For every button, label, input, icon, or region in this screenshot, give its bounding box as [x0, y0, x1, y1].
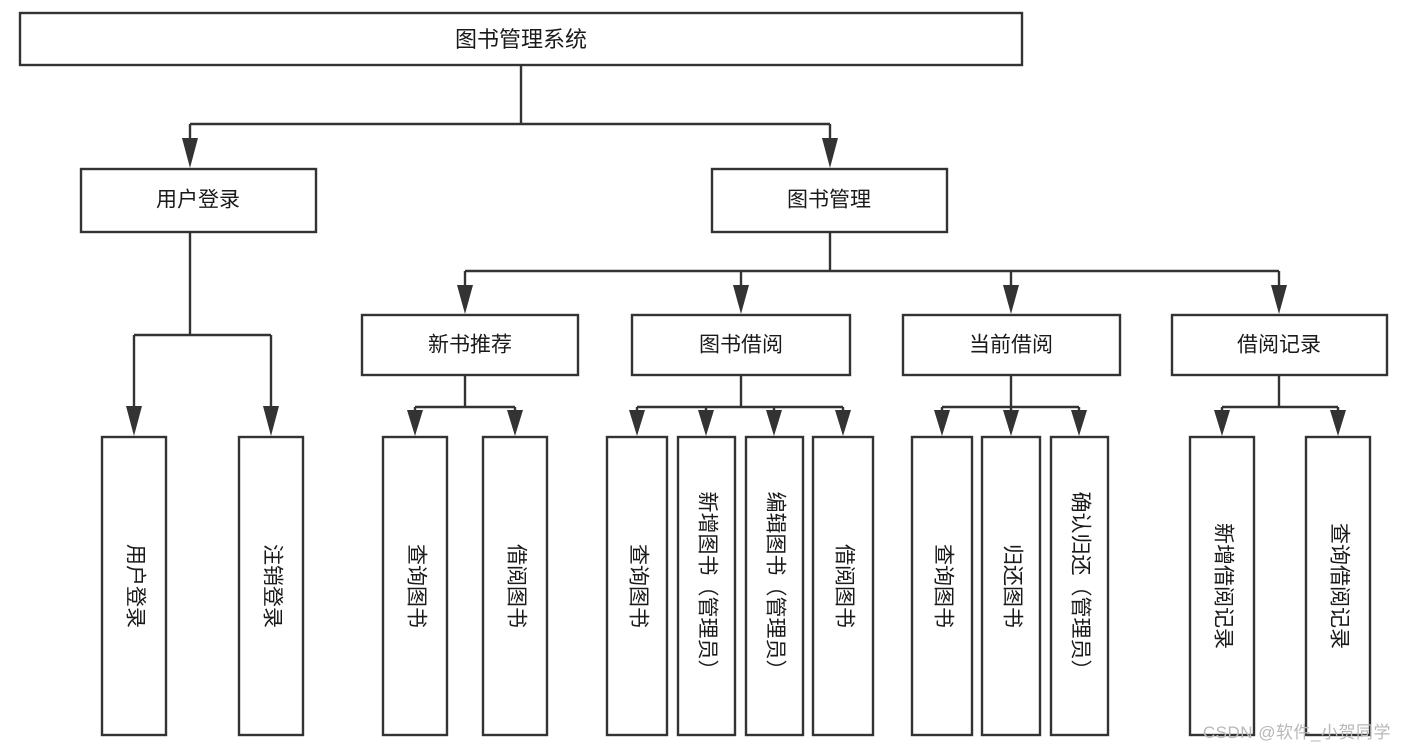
- arrow-borrow-record-leaf-2: [1330, 410, 1346, 436]
- node-new-book-recommend-label: 新书推荐: [428, 334, 512, 357]
- leaf-book-borrow-edit-box: [744, 435, 805, 737]
- arrow-to-current-borrow: [1003, 285, 1019, 314]
- arrow-book-borrow-leaf-2: [698, 410, 714, 436]
- arrow-new-book-leaf-2: [507, 410, 523, 436]
- node-new-book-recommend-box: [360, 313, 580, 377]
- leaf-new-book-borrow[interactable]: 借阅图书: [481, 435, 549, 737]
- edges-layer: [126, 65, 1346, 436]
- leaf-borrow-record-add-label: 新增借阅记录: [1211, 523, 1234, 649]
- node-user-login-label: 用户登录: [156, 189, 240, 212]
- arrow-book-borrow-leaf-4: [835, 410, 851, 436]
- leaf-current-borrow-return-label: 归还图书: [1000, 544, 1023, 628]
- leaf-current-borrow-confirm-box: [1049, 435, 1110, 737]
- leaf-book-borrow-borrow[interactable]: 借阅图书: [811, 435, 875, 737]
- leaf-user-login-logout-label: 注销登录: [260, 544, 283, 628]
- arrow-current-borrow-leaf-3: [1071, 410, 1087, 436]
- leaf-book-borrow-query-box: [605, 435, 669, 737]
- leaf-current-borrow-return[interactable]: 归还图书: [980, 435, 1042, 737]
- node-root-book-management-system[interactable]: 图书管理系统: [18, 11, 1024, 67]
- node-book-borrow-box: [630, 313, 852, 377]
- leaf-borrow-record-query-label: 查询借阅记录: [1327, 523, 1350, 649]
- leaf-book-borrow-add-label: 新增图书（管理员）: [695, 492, 718, 681]
- node-borrow-record-box: [1170, 313, 1389, 377]
- leaf-current-borrow-return-box: [980, 435, 1042, 737]
- leaf-book-borrow-query[interactable]: 查询图书: [605, 435, 669, 737]
- leaf-book-borrow-add[interactable]: 新增图书（管理员）: [676, 435, 737, 737]
- leaf-borrow-record-query[interactable]: 查询借阅记录: [1304, 435, 1372, 737]
- leaf-new-book-query[interactable]: 查询图书: [381, 435, 449, 737]
- arrow-current-borrow-leaf-1: [934, 410, 950, 436]
- leaf-book-borrow-borrow-label: 借阅图书: [832, 544, 855, 628]
- leaf-book-borrow-query-label: 查询图书: [626, 544, 649, 628]
- arrow-current-borrow-leaf-2: [1003, 410, 1019, 436]
- leaf-book-borrow-add-box: [676, 435, 737, 737]
- arrow-borrow-record-leaf-1: [1214, 410, 1230, 436]
- leaf-new-book-query-label: 查询图书: [404, 544, 427, 628]
- leaf-new-book-borrow-box: [481, 435, 549, 737]
- leaf-borrow-record-query-box: [1304, 435, 1372, 737]
- arrow-to-book-manage: [822, 138, 838, 168]
- node-current-borrow-box: [901, 313, 1122, 377]
- arrow-to-book-borrow: [733, 285, 749, 314]
- node-user-login-box: [79, 167, 318, 234]
- node-borrow-record[interactable]: 借阅记录: [1170, 313, 1389, 377]
- node-current-borrow[interactable]: 当前借阅: [901, 313, 1122, 377]
- arrow-book-borrow-leaf-1: [629, 410, 645, 436]
- arrow-to-leaf-user-login: [126, 406, 142, 436]
- node-book-borrow-label: 图书借阅: [699, 334, 783, 357]
- arrow-book-borrow-leaf-3: [766, 410, 782, 436]
- node-current-borrow-label: 当前借阅: [969, 334, 1053, 357]
- leaf-user-login-logout-box: [237, 435, 305, 737]
- leaf-current-borrow-query-box: [910, 435, 974, 737]
- leaf-borrow-record-add-box: [1188, 435, 1256, 737]
- leaf-book-borrow-edit-label: 编辑图书（管理员）: [763, 492, 786, 681]
- arrow-to-new-book-recommend: [457, 285, 473, 314]
- node-book-management-box: [710, 167, 949, 234]
- leaf-new-book-query-box: [381, 435, 449, 737]
- arrow-new-book-leaf-1: [407, 410, 423, 436]
- node-user-login[interactable]: 用户登录: [79, 167, 318, 234]
- arrow-to-user-login: [182, 138, 198, 168]
- leaf-book-borrow-edit[interactable]: 编辑图书（管理员）: [744, 435, 805, 737]
- node-borrow-record-label: 借阅记录: [1237, 334, 1321, 357]
- node-root-label: 图书管理系统: [455, 27, 587, 52]
- arrow-to-leaf-logout: [263, 406, 279, 436]
- leaf-new-book-borrow-label: 借阅图书: [504, 544, 527, 628]
- leaf-user-login-logout[interactable]: 注销登录: [237, 435, 305, 737]
- node-book-borrow[interactable]: 图书借阅: [630, 313, 852, 377]
- leaf-borrow-record-add[interactable]: 新增借阅记录: [1188, 435, 1256, 737]
- leaf-current-borrow-confirm[interactable]: 确认归还（管理员）: [1049, 435, 1110, 737]
- leaf-book-borrow-borrow-box: [811, 435, 875, 737]
- leaf-user-login-login[interactable]: 用户登录: [100, 435, 168, 737]
- node-book-management[interactable]: 图书管理: [710, 167, 949, 234]
- leaf-current-borrow-query[interactable]: 查询图书: [910, 435, 974, 737]
- leaf-current-borrow-confirm-label: 确认归还（管理员）: [1068, 492, 1091, 681]
- leaf-user-login-login-label: 用户登录: [123, 544, 146, 628]
- node-book-management-label: 图书管理: [787, 189, 871, 212]
- leaf-user-login-login-box: [100, 435, 168, 737]
- node-root-box: [18, 11, 1024, 67]
- arrow-to-borrow-record: [1271, 285, 1287, 314]
- leaf-current-borrow-query-label: 查询图书: [931, 544, 954, 628]
- node-new-book-recommend[interactable]: 新书推荐: [360, 313, 580, 377]
